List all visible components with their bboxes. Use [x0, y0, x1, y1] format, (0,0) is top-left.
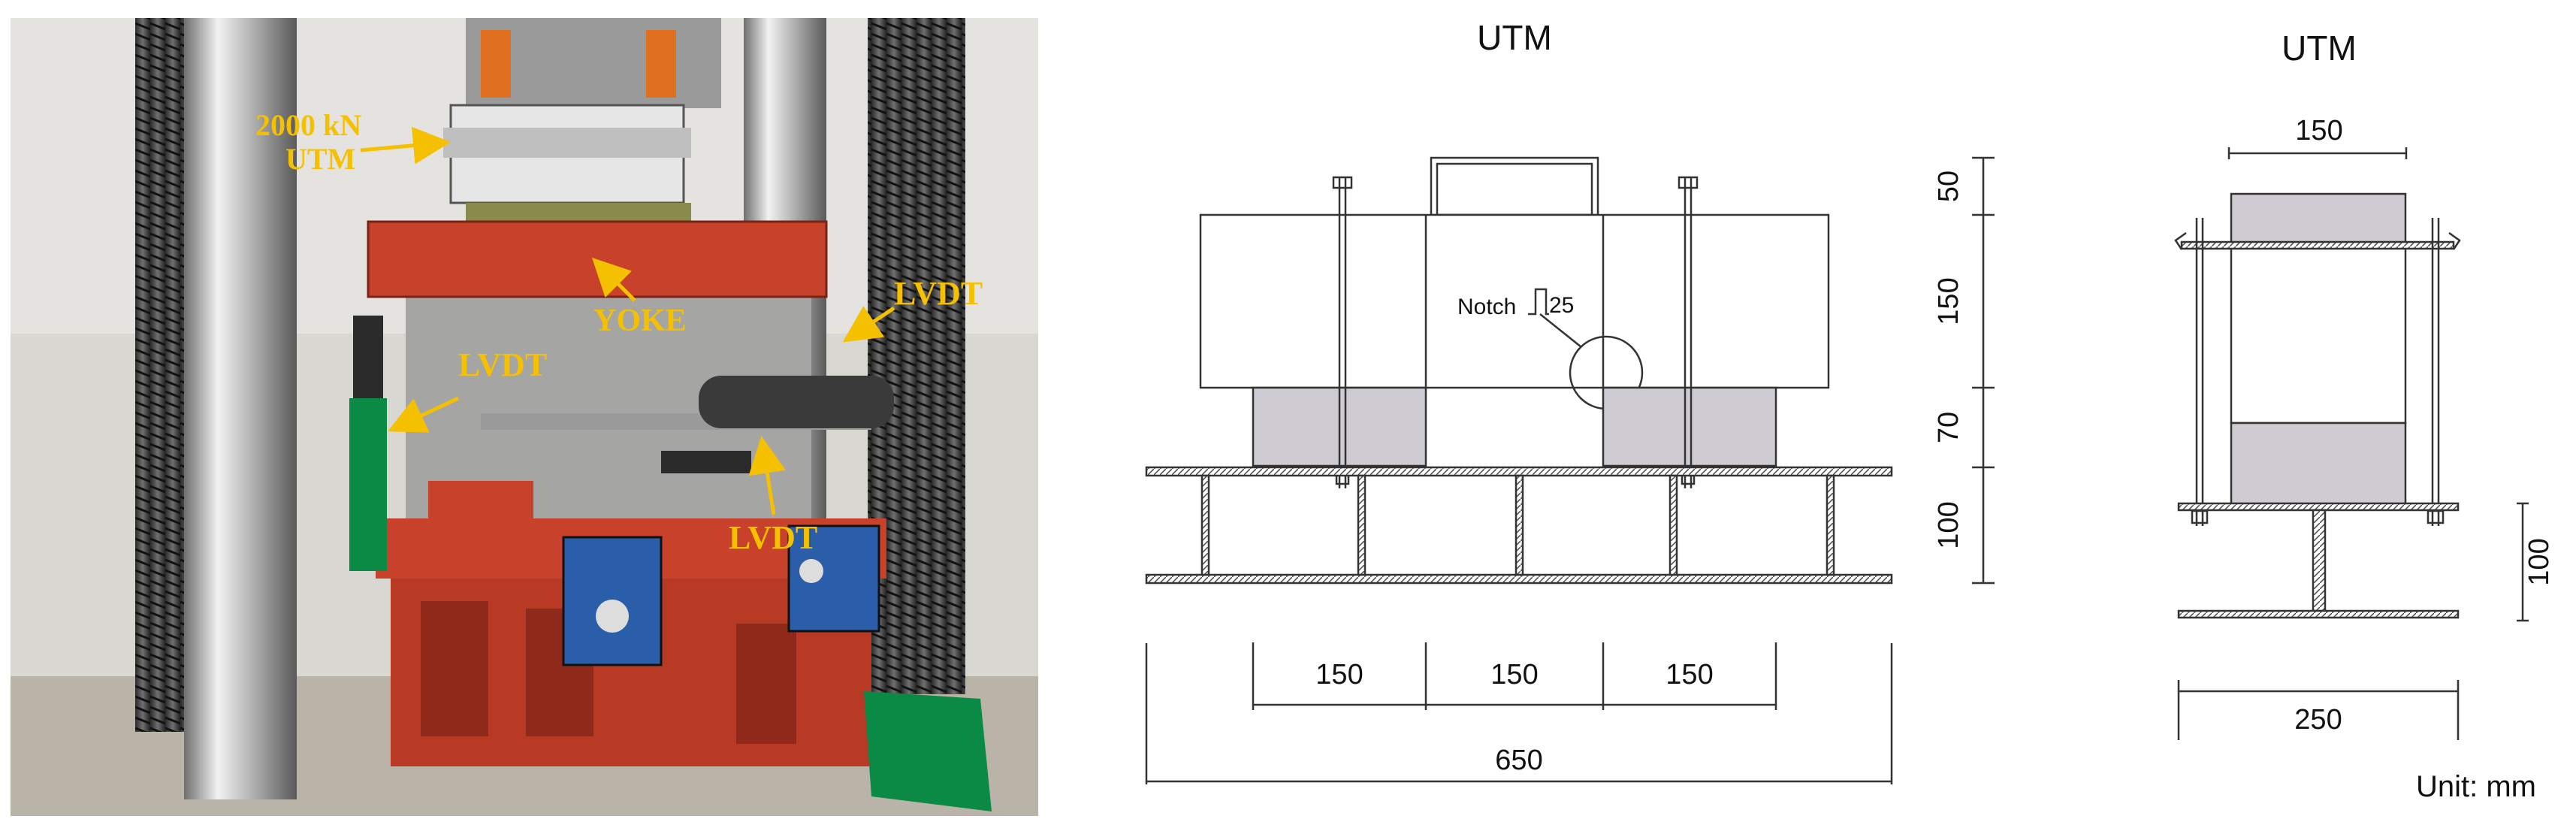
support-block-right — [1602, 386, 1777, 467]
unit-label: Unit: mm — [2416, 770, 2536, 803]
front-view-drawing: UTM Notch 25 — [1145, 18, 1995, 784]
dim-total-650: 650 — [1495, 745, 1542, 776]
notch-symbol — [1528, 288, 1549, 316]
dim-50: 50 — [1933, 171, 1964, 202]
dim-70: 70 — [1933, 412, 1964, 443]
dim-top-150: 150 — [2295, 115, 2342, 147]
side-web — [2312, 509, 2327, 612]
frame-bottom-flange — [1145, 573, 1893, 585]
dim-span-3: 150 — [1665, 659, 1713, 690]
label-lvdt-right: LVDT — [894, 275, 983, 312]
dim-span-1: 150 — [1315, 659, 1363, 690]
notch-label: Notch — [1457, 295, 1516, 319]
green-tag — [864, 691, 992, 811]
dim-100-front: 100 — [1933, 501, 1964, 548]
frame-top-flange — [1145, 466, 1893, 477]
beam-specimen — [1199, 213, 1830, 389]
side-specimen — [2230, 245, 2407, 425]
column-left — [184, 18, 297, 799]
side-support-block — [2230, 422, 2407, 507]
front-view-title: UTM — [1477, 18, 1552, 57]
label-lvdt-left: LVDT — [458, 346, 547, 383]
side-top-flange — [2177, 502, 2460, 512]
label-utm: UTM — [285, 142, 355, 176]
threaded-screw-right — [868, 18, 965, 694]
dim-base-250: 250 — [2294, 704, 2342, 736]
side-view-title: UTM — [2282, 29, 2357, 68]
side-bottom-flange — [2177, 609, 2460, 619]
notch-value: 25 — [1549, 293, 1574, 318]
dim-side-100: 100 — [2523, 538, 2555, 585]
side-view-drawing: UTM 150 100 250 Unit: — [2174, 29, 2555, 803]
dim-span-2: 150 — [1490, 659, 1538, 690]
arrow-lvdt-left — [387, 396, 460, 433]
arrow-lvdt-bottom — [748, 436, 786, 515]
dim-150-vertical: 150 — [1933, 277, 1964, 325]
loading-plate — [1430, 156, 1599, 216]
arrow-yoke — [591, 257, 636, 302]
label-yoke: YOKE — [593, 304, 687, 338]
label-lvdt-bottom: LVDT — [729, 519, 817, 556]
arrow-utm — [360, 126, 451, 165]
test-setup-photo: 2000 kN UTM YOKE LVDT LVDT LVDT — [11, 18, 1038, 816]
label-utm-capacity: 2000 kN — [255, 108, 361, 142]
yoke — [367, 220, 828, 298]
side-loading-plate — [2230, 192, 2407, 248]
arrow-lvdt-right — [842, 306, 895, 343]
